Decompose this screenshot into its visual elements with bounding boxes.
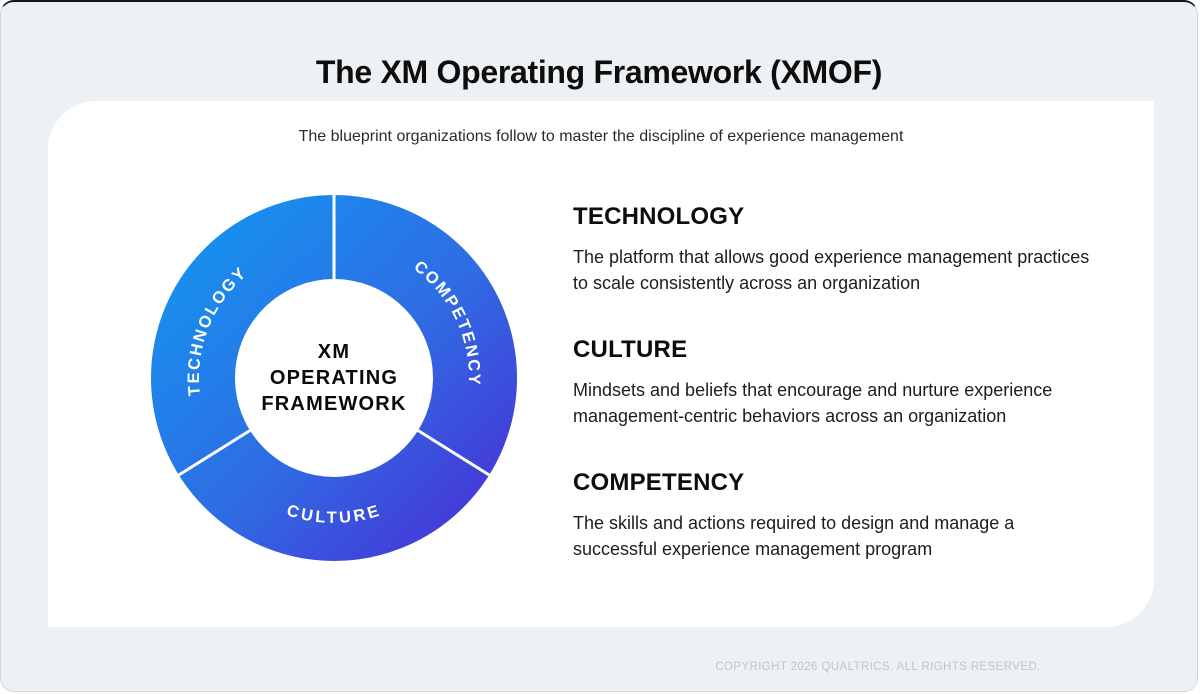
- subtitle: The blueprint organizations follow to ma…: [298, 128, 904, 145]
- section-competency: COMPETENCY The skills and actions requir…: [573, 469, 1113, 562]
- section-body-culture: Mindsets and beliefs that encourage and …: [573, 380, 1053, 426]
- section-culture: CULTURE Mindsets and beliefs that encour…: [573, 336, 1113, 429]
- donut-chart: TECHNOLOGY COMPETENCY CULTURE XM OPERATI…: [146, 190, 522, 566]
- section-technology: TECHNOLOGY The platform that allows good…: [573, 203, 1113, 296]
- section-heading-technology: TECHNOLOGY: [573, 203, 745, 230]
- content-card: The blueprint organizations follow to ma…: [48, 101, 1154, 627]
- section-heading-culture: CULTURE: [573, 336, 688, 363]
- section-heading-competency: COMPETENCY: [573, 469, 745, 496]
- section-body-competency: The skills and actions required to desig…: [573, 513, 1015, 559]
- donut-svg: TECHNOLOGY COMPETENCY CULTURE: [151, 195, 517, 561]
- divider-lower-right: [417, 429, 490, 477]
- segment-dividers: [178, 195, 490, 477]
- page-title: The XM Operating Framework (XMOF): [315, 54, 883, 90]
- definitions-column: TECHNOLOGY The platform that allows good…: [573, 203, 1113, 602]
- copyright-text: COPYRIGHT 2026 QUALTRICS. ALL RIGHTS RES…: [715, 661, 1041, 673]
- divider-lower-left: [178, 429, 251, 477]
- section-body-technology: The platform that allows good experience…: [573, 247, 1090, 293]
